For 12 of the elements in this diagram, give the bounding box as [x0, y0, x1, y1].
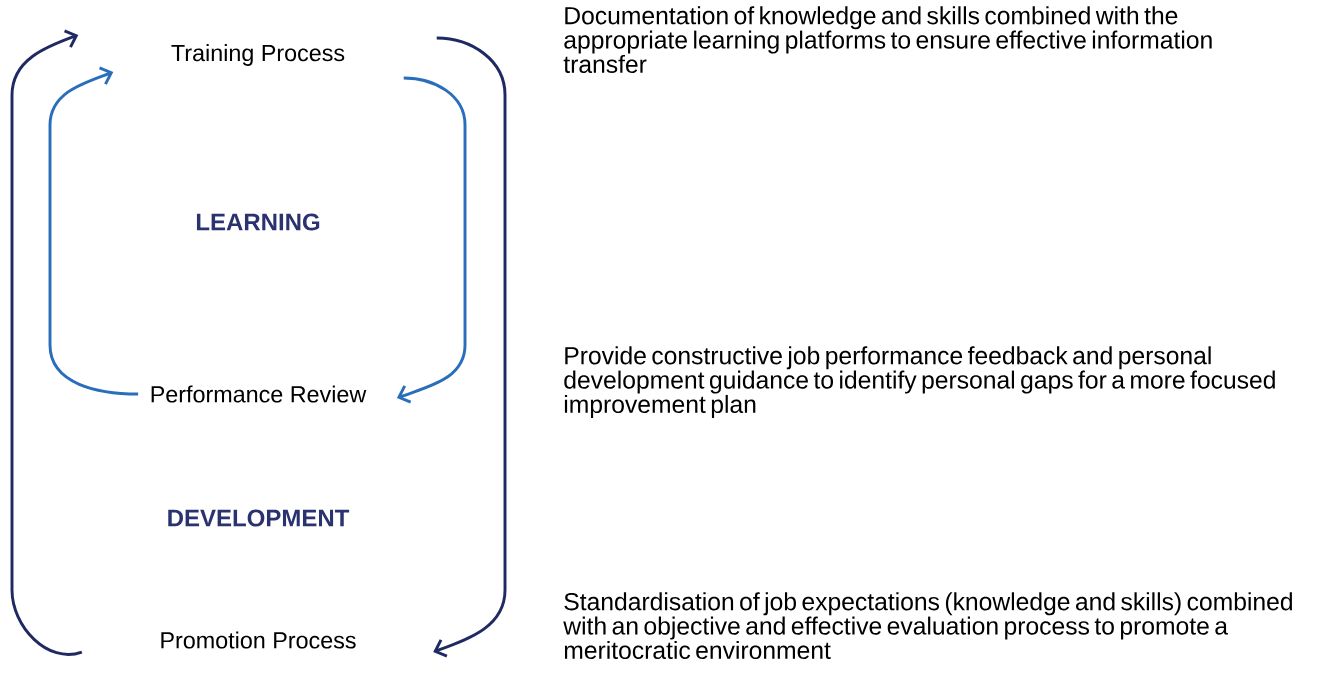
- stage-label: Promotion Process: [161, 631, 356, 649]
- cycle-arrow: [48, 66, 139, 396]
- stage-label: Performance Review: [151, 385, 367, 403]
- description-text: Standardisation of job expectations (knowledge and skills) combined with an objective and effective evaluation process to promote a meritocratic environment: [563, 592, 1292, 660]
- description-text: Provide constructive job performance feedback and personal development guidance to identify personal gaps for a more focused improvement plan: [564, 346, 1275, 418]
- cycle-arrow: [433, 36, 507, 658]
- cycle-arrow: [10, 29, 83, 656]
- cycle-arrow: [396, 76, 467, 404]
- section-heading: DEVELOPMENT: [168, 509, 350, 527]
- stage-label: Training Process: [171, 44, 345, 66]
- section-heading: LEARNING: [196, 213, 320, 231]
- description-text: Documentation of knowledge and skills combined with the appropriate learning platforms to ensure effective information transfer: [563, 6, 1212, 73]
